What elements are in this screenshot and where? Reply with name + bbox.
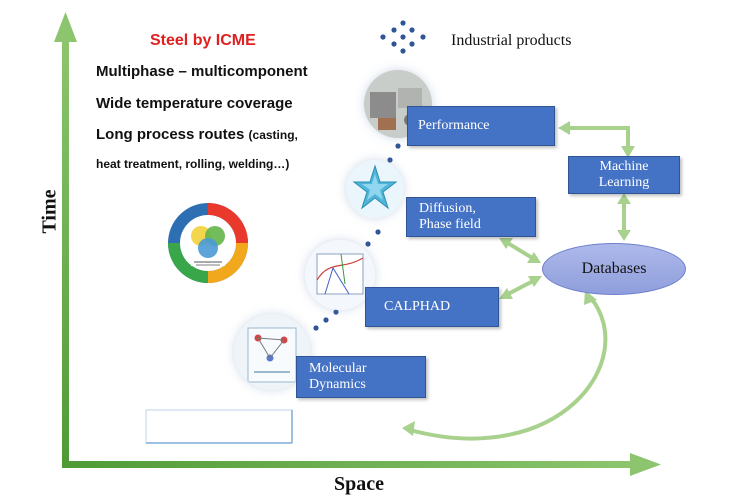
ml-label-line2: Learning	[598, 175, 650, 190]
ml-label-line1: Machine	[599, 159, 649, 174]
feature-process-examples: heat treatment, rolling, welding…)	[96, 157, 290, 171]
feature-process-routes: Long process routes (casting,	[96, 126, 298, 143]
y-axis-arrow	[54, 12, 77, 468]
multiscale-dotted-path	[313, 143, 401, 331]
performance-box: Performance	[407, 106, 555, 146]
y-axis-label: Time	[38, 189, 61, 234]
performance-label: Performance	[418, 118, 490, 133]
industrial-products-dots	[380, 20, 426, 54]
materials-innovation-logo	[168, 203, 248, 283]
diffusion-phase-field-box: Diffusion, Phase field	[406, 197, 536, 237]
calphad-box: CALPHAD	[365, 287, 499, 327]
databases-ellipse: Databases	[542, 243, 686, 295]
industrial-products-label: Industrial products	[451, 32, 572, 49]
diffusion-label-line2: Phase field	[419, 217, 481, 232]
x-axis-label: Space	[334, 473, 384, 495]
md-base-panel	[145, 409, 293, 444]
connector-arrows	[402, 121, 635, 441]
diffusion-label-line1: Diffusion,	[419, 201, 476, 216]
databases-label: Databases	[581, 260, 647, 277]
md-label-line2: Dynamics	[309, 377, 366, 392]
machine-learning-box: Machine Learning	[568, 156, 680, 194]
performance-thumbnail	[364, 70, 432, 138]
diffusion-thumbnail	[346, 160, 404, 218]
molecular-dynamics-box: Molecular Dynamics	[296, 356, 426, 398]
title-text: Steel by ICME	[150, 32, 256, 49]
calphad-label: CALPHAD	[384, 299, 451, 314]
feature-multiphase: Multiphase – multicomponent	[96, 63, 308, 80]
feature-temperature: Wide temperature coverage	[96, 95, 293, 112]
calphad-thumbnail	[305, 240, 375, 310]
md-label-line1: Molecular	[309, 361, 367, 376]
x-axis-arrow	[62, 453, 661, 476]
